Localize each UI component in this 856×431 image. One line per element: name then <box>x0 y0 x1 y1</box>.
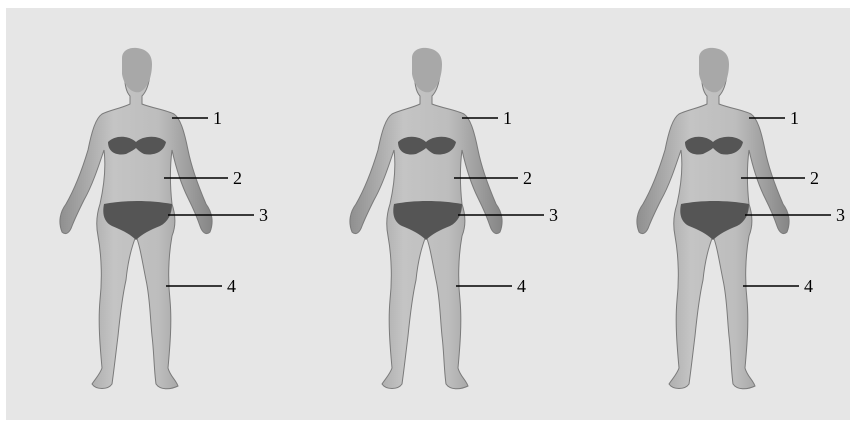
measurement-label-4: 4 <box>804 276 813 296</box>
measurement-label-1: 1 <box>503 108 512 128</box>
measurement-label-4: 4 <box>227 276 236 296</box>
measurement-label-4: 4 <box>517 276 526 296</box>
measurement-label-2: 2 <box>523 168 532 188</box>
measurement-label-1: 1 <box>213 108 222 128</box>
measurement-label-3: 3 <box>259 205 268 225</box>
measurement-label-3: 3 <box>549 205 558 225</box>
measurement-label-2: 2 <box>233 168 242 188</box>
measurement-label-1: 1 <box>790 108 799 128</box>
measurement-label-3: 3 <box>836 205 845 225</box>
measurement-label-2: 2 <box>810 168 819 188</box>
